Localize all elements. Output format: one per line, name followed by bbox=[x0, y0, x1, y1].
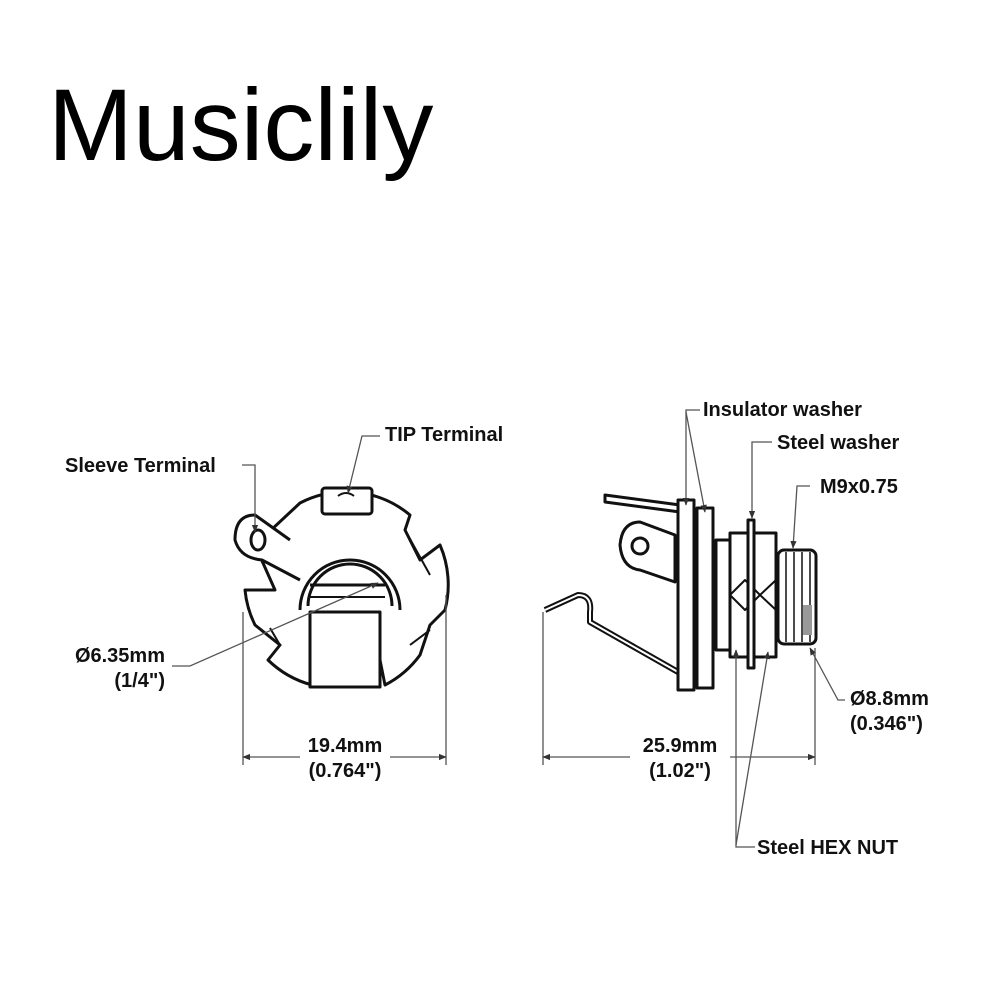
thread-spec-label: M9x0.75 bbox=[820, 476, 898, 498]
length-in-label: (1.02") bbox=[649, 760, 711, 782]
side-view-leaders bbox=[542, 409, 845, 848]
length-mm-label: 25.9mm bbox=[642, 735, 718, 757]
sleeve-terminal-label: Sleeve Terminal bbox=[65, 455, 216, 477]
width-mm-label: 19.4mm bbox=[307, 735, 383, 757]
width-in-label: (0.764") bbox=[308, 760, 382, 782]
bore-diameter-in-label: (1/4") bbox=[114, 670, 165, 692]
side-view-jack bbox=[543, 493, 818, 692]
brand-title: Musiclily bbox=[48, 68, 434, 182]
bore-diameter-mm-label: Ø6.35mm bbox=[74, 645, 165, 667]
steel-washer-label: Steel washer bbox=[777, 432, 900, 454]
thread-diameter-mm-label: Ø8.8mm bbox=[850, 688, 929, 710]
thread-diameter-in-label: (0.346") bbox=[850, 713, 923, 735]
front-view-leaders bbox=[172, 435, 447, 765]
tip-terminal-label: TIP Terminal bbox=[385, 424, 504, 446]
front-view-jack bbox=[233, 486, 450, 689]
hex-nut-label: Steel HEX NUT bbox=[757, 837, 899, 859]
insulator-washer-label: Insulator washer bbox=[703, 399, 862, 421]
